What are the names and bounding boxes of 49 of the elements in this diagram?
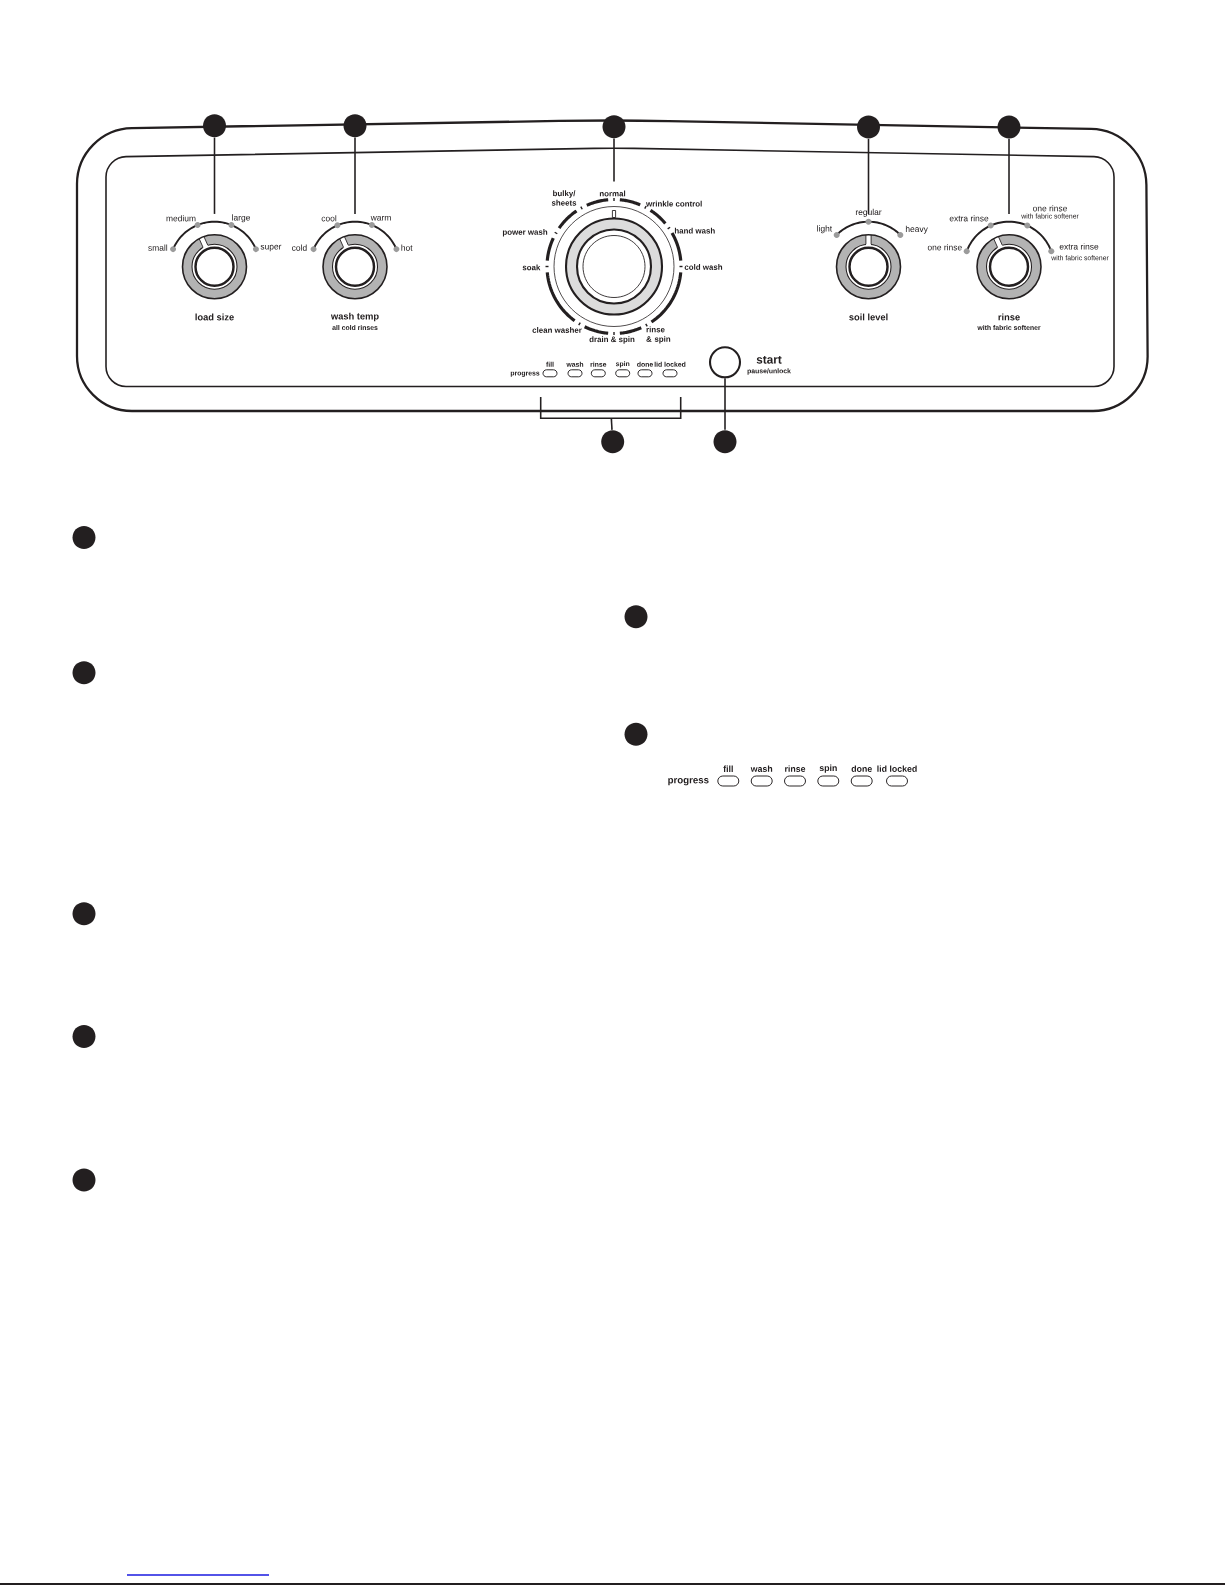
setting-label: small	[148, 244, 168, 251]
leader-line	[724, 377, 726, 431]
indicator-label: lid locked	[877, 765, 917, 772]
leader-line	[1008, 138, 1010, 215]
setting-label: large	[232, 214, 250, 223]
knob-label: load size	[195, 313, 234, 321]
setting-label: one rinse	[927, 244, 962, 251]
setting-label: medium	[166, 215, 196, 222]
knob-label: wash temp	[330, 312, 379, 322]
leader-line	[610, 417, 613, 431]
setting-label: cold	[292, 244, 307, 251]
setting-label: light	[817, 225, 833, 234]
button-label: start	[756, 355, 782, 364]
row-label: progress	[668, 778, 709, 786]
leader-line	[613, 137, 615, 183]
callout-dot	[602, 115, 626, 139]
setting-label: heavy	[905, 225, 928, 234]
callout-dot	[72, 1025, 96, 1049]
setting-label: regular	[855, 208, 882, 217]
callout-dot	[203, 114, 226, 138]
callout-dot	[857, 115, 880, 139]
setting-label: warm	[370, 216, 391, 221]
setting-label: hot	[401, 244, 413, 251]
knob-label: soil level	[849, 313, 888, 321]
indicator-label: wash	[750, 765, 773, 772]
leader-line	[354, 136, 356, 215]
callout-dot	[624, 605, 648, 629]
bracket	[539, 396, 682, 420]
callout-dot	[72, 526, 96, 549]
knob-label: rinse	[998, 313, 1020, 321]
setting-label: cool	[321, 215, 337, 222]
indicator-label: fill	[723, 765, 733, 772]
callout-dot	[72, 902, 96, 926]
setting-label: one rinse	[1033, 205, 1067, 212]
callout-dot	[624, 722, 648, 746]
callout-dot	[713, 430, 737, 454]
callout-dot	[72, 661, 96, 685]
setting-label: extra rinse	[949, 215, 989, 222]
setting-label: extra rinse	[1059, 243, 1099, 250]
indicator-label: rinse	[785, 765, 806, 772]
callout-dot	[343, 114, 367, 138]
indicator-label: done	[851, 765, 872, 772]
leader-line	[213, 136, 216, 215]
leader-line	[867, 138, 870, 215]
callout-dot	[72, 1168, 96, 1192]
setting-label: super	[260, 244, 282, 252]
indicator-label: spin	[819, 764, 837, 773]
callout-dot	[997, 115, 1021, 139]
callout-dot	[601, 430, 625, 454]
